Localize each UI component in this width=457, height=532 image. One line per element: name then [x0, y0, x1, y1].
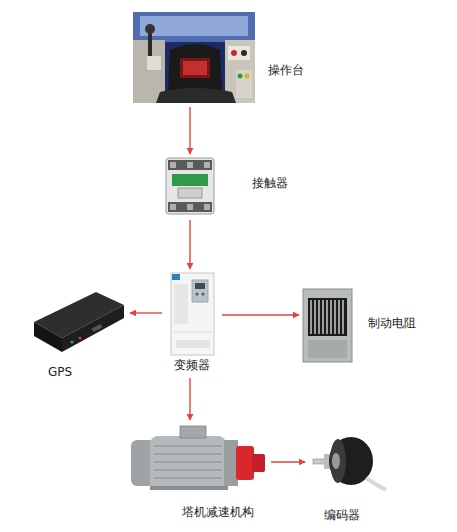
inverter-photo-part — [176, 340, 210, 348]
contactor-photo-part — [187, 204, 193, 210]
gear-motor-photo-part — [150, 436, 226, 490]
contactor-photo-part — [204, 204, 210, 210]
gear-motor-photo-part-part — [154, 453, 222, 454]
console-photo-part — [183, 61, 207, 75]
inverter-photo-part — [171, 273, 214, 355]
contactor-photo-part — [170, 162, 176, 168]
console-photo-part — [231, 50, 237, 56]
gps-photo-part — [92, 324, 103, 332]
resistor-node: 制动电阻 — [302, 287, 427, 365]
part-label: 操作台 — [268, 63, 304, 77]
part-label: 接触器 — [252, 176, 288, 190]
gps-photo-part — [62, 305, 124, 352]
inverter-photo-part — [174, 284, 188, 324]
braking-resistor-photo-part-part — [334, 300, 335, 334]
flow-arrow — [222, 314, 299, 315]
braking-resistor-photo-part-part — [338, 300, 339, 334]
braking-resistor-photo-part-part — [326, 300, 327, 334]
braking-resistor-photo-part-part — [322, 300, 323, 334]
gear-motor-photo-part — [236, 446, 254, 480]
gear-motor-photo-part — [154, 446, 222, 478]
encoder-photo — [313, 437, 386, 490]
encoder-node: 编码器 — [308, 428, 393, 525]
encoder-photo-part — [330, 439, 346, 483]
gps-photo-part — [70, 340, 73, 343]
gear-motor-photo-part-part — [154, 445, 222, 446]
flow-arrow — [189, 378, 190, 420]
gear-motor-photo-part-part — [154, 477, 222, 478]
braking-resistor-photo-part — [311, 300, 343, 334]
gps-photo-part — [78, 336, 81, 339]
inverter-photo-part — [174, 332, 211, 333]
console-photo-part — [145, 24, 155, 34]
inverter-photo-part — [202, 293, 205, 296]
inverter-node: 变频器 — [165, 272, 219, 375]
part-label: 塔机减速机构 — [182, 505, 254, 519]
console-photo-part — [140, 16, 248, 36]
contactor-photo-part — [168, 160, 212, 170]
braking-resistor-photo-part — [308, 298, 347, 336]
part-label: 制动电阻 — [368, 316, 416, 330]
console-photo-part — [180, 58, 210, 78]
contactor-node: 接触器 — [165, 157, 300, 217]
inverter-photo-part — [195, 283, 205, 289]
console-photo-part — [236, 70, 252, 98]
braking-resistor-photo-part-part — [310, 300, 311, 334]
gear-motor-photo-part — [180, 426, 206, 438]
gps-photo-part — [34, 322, 62, 352]
braking-resistor-photo — [303, 289, 352, 362]
contactor-photo-part — [168, 202, 212, 212]
console-photo-part — [245, 74, 250, 79]
part-label: 变频器 — [174, 358, 210, 372]
gear-motor-photo-part — [224, 440, 238, 486]
encoder-photo-part — [366, 478, 386, 490]
console-photo-part — [228, 46, 250, 60]
contactor-photo-part — [170, 204, 176, 210]
console-photo-part — [238, 74, 243, 79]
console-photo-part — [241, 50, 247, 56]
flow-arrow — [189, 107, 190, 154]
braking-resistor-photo-part — [303, 289, 352, 362]
gear-motor-photo-part — [252, 454, 265, 472]
contactor-photo-part — [178, 188, 202, 198]
gear-motor-photo — [131, 426, 265, 490]
inverter-photo-part — [196, 293, 199, 296]
part-label: GPS — [48, 365, 72, 379]
gps-photo — [34, 292, 124, 352]
encoder-photo-part — [332, 453, 340, 469]
braking-resistor-photo-part-part — [330, 300, 331, 334]
gps-node: GPS — [30, 288, 127, 381]
inverter-photo-part — [192, 280, 208, 302]
console-node: 操作台 — [133, 12, 313, 104]
gear-motor-photo-part-part — [154, 461, 222, 462]
console-photo-part — [168, 44, 222, 94]
braking-resistor-photo-part-part — [314, 300, 315, 334]
console-photo — [133, 12, 255, 103]
gear-motor-photo-part — [150, 486, 228, 490]
contactor-photo — [166, 158, 214, 214]
part-label: 编码器 — [324, 508, 360, 522]
contactor-photo-part — [166, 158, 214, 214]
inverter-photo-part — [172, 274, 180, 280]
console-photo-part — [133, 12, 255, 103]
braking-resistor-photo-part-part — [318, 300, 319, 334]
braking-resistor-photo-part — [308, 340, 347, 358]
contactor-photo-part — [172, 174, 208, 186]
inverter-photo — [171, 273, 214, 355]
console-photo-part — [147, 56, 161, 70]
contactor-photo-part — [187, 162, 193, 168]
flow-arrow — [130, 312, 162, 313]
flow-arrow — [271, 461, 305, 462]
contactor-photo-part — [204, 162, 210, 168]
motor-node: 塔机减速机构 — [128, 423, 268, 521]
flow-arrow — [189, 220, 190, 269]
gear-motor-photo-part-part — [154, 469, 222, 470]
braking-resistor-photo-part-part — [342, 300, 343, 334]
console-photo-part — [156, 88, 236, 103]
